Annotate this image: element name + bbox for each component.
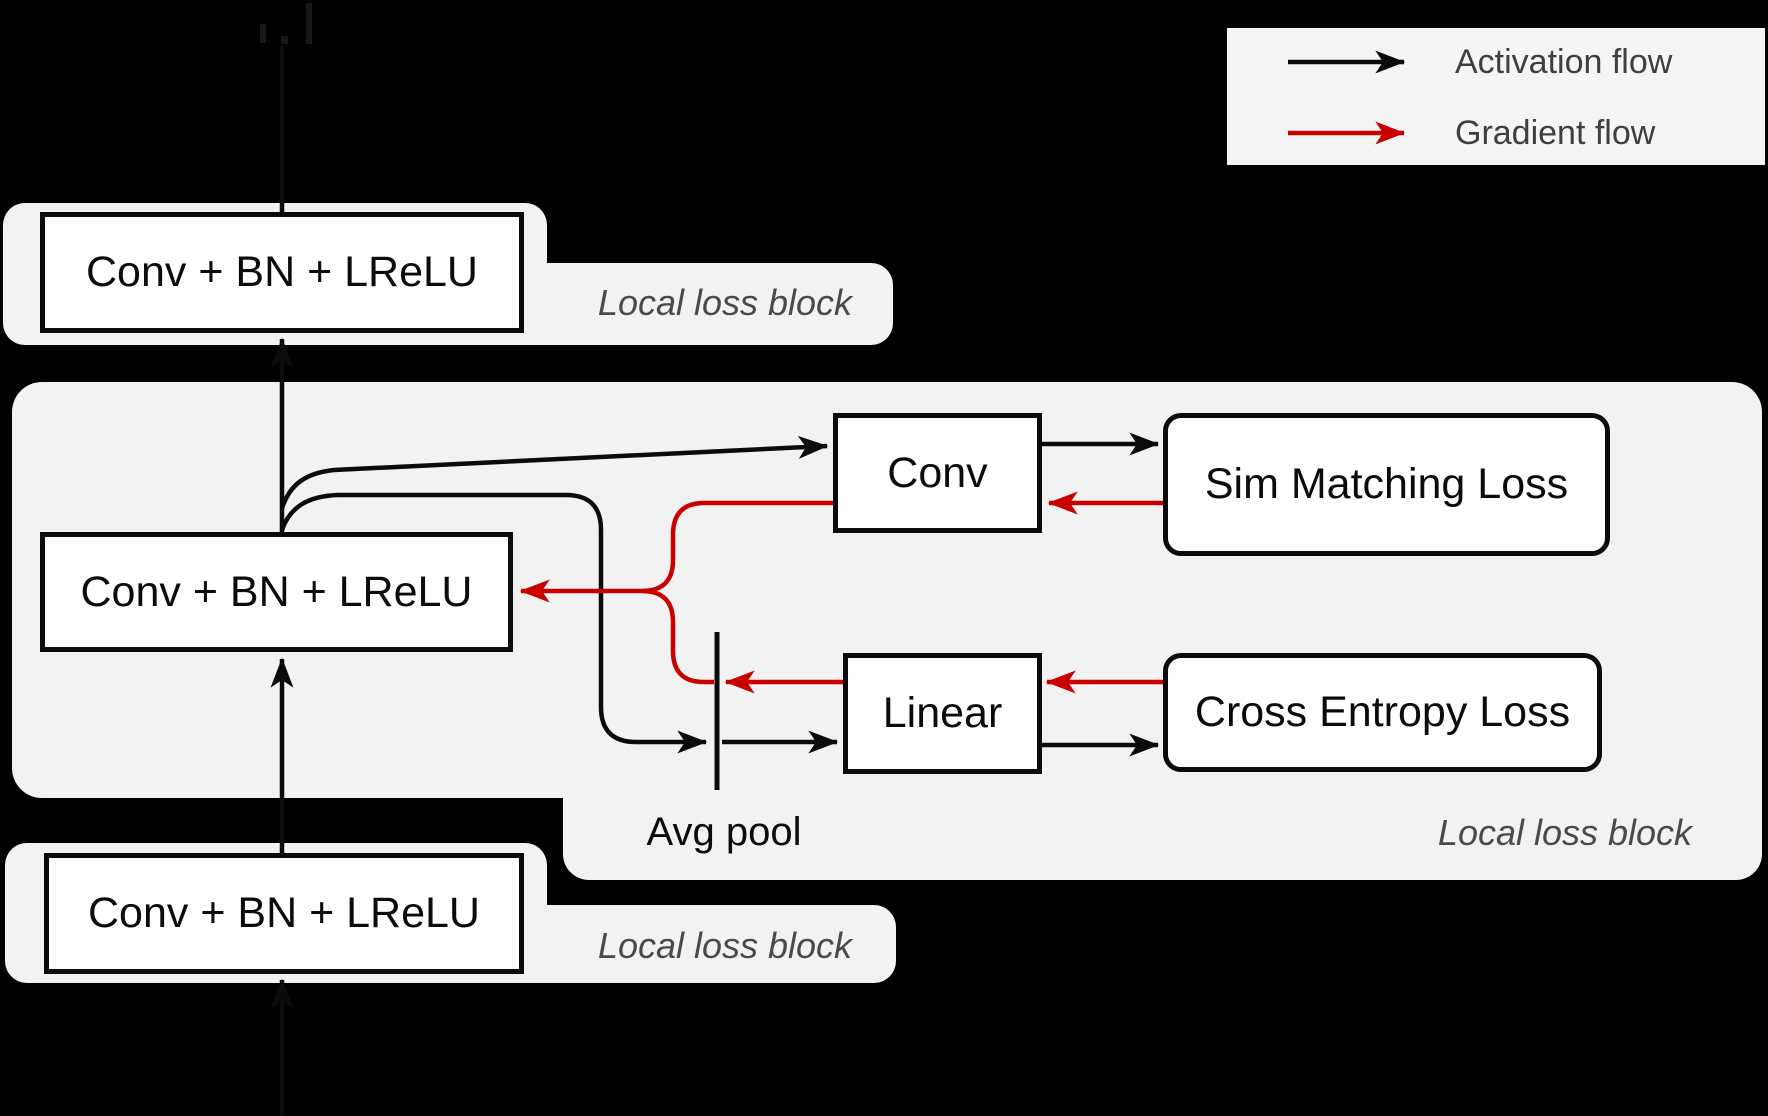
- crop-mark-line: [306, 3, 312, 44]
- top-conv-bn-lrelu-label: Conv + BN + LReLU: [86, 248, 478, 296]
- linear-label: Linear: [882, 689, 1003, 737]
- middle-conv-bn-lrelu-label: Conv + BN + LReLU: [80, 567, 473, 616]
- avg-pool-label: Avg pool: [646, 809, 802, 854]
- legend-activation-label: Activation flow: [1455, 42, 1673, 81]
- legend-gradient-label: Gradient flow: [1455, 113, 1656, 152]
- sim-matching-loss-label: Sim Matching Loss: [1204, 460, 1569, 508]
- bottom-conv-bn-lrelu-label: Conv + BN + LReLU: [88, 889, 480, 937]
- linear-box: Linear: [843, 653, 1042, 774]
- conv-label: Conv: [887, 448, 988, 497]
- top-block-caption: Local loss block: [597, 282, 853, 323]
- top-conv-bn-lrelu-box: Conv + BN + LReLU: [40, 212, 524, 333]
- middle-block-caption: Local loss block: [1437, 812, 1693, 853]
- bottom-block-caption: Local loss block: [597, 925, 853, 966]
- crop-mark-dot: [281, 36, 288, 44]
- middle-conv-bn-lrelu-box: Conv + BN + LReLU: [40, 532, 513, 652]
- legend-panel: [1227, 28, 1765, 165]
- top-crop-marks: [260, 3, 312, 44]
- bottom-conv-bn-lrelu-box: Conv + BN + LReLU: [44, 853, 524, 974]
- crop-mark-dash: [260, 24, 266, 43]
- cross-entropy-loss-label: Cross Entropy Loss: [1194, 688, 1571, 736]
- conv-box: Conv: [833, 413, 1042, 533]
- sim-matching-loss-box: Sim Matching Loss: [1163, 413, 1610, 556]
- cross-entropy-loss-box: Cross Entropy Loss: [1163, 653, 1602, 772]
